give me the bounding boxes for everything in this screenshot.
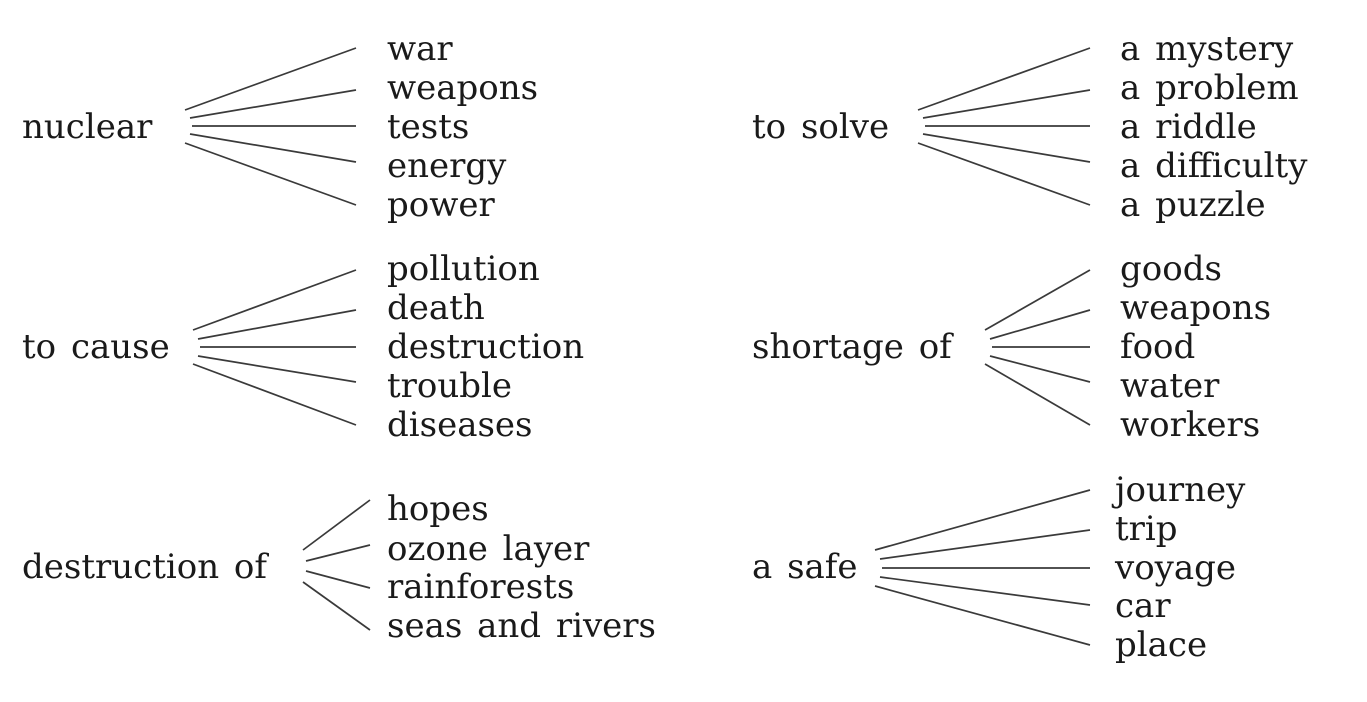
connector-line bbox=[917, 47, 1091, 111]
connector-line bbox=[184, 142, 357, 206]
collocate: ozone layer bbox=[387, 529, 590, 569]
collocate: weapons bbox=[1120, 288, 1271, 328]
collocate: journey bbox=[1111, 470, 1246, 510]
head-word: a safe bbox=[752, 547, 858, 587]
head-word: to cause bbox=[22, 327, 170, 367]
collocate: water bbox=[1120, 366, 1220, 406]
collocate: death bbox=[387, 288, 485, 328]
collocate: tests bbox=[387, 107, 469, 147]
connector-line bbox=[189, 133, 357, 163]
collocate: seas and rivers bbox=[387, 606, 656, 646]
collocate: place bbox=[1115, 625, 1207, 665]
collocate: food bbox=[1120, 327, 1195, 367]
collocate: trip bbox=[1115, 509, 1178, 549]
collocate: energy bbox=[387, 146, 507, 186]
connector-line bbox=[192, 363, 357, 426]
collocate: pollution bbox=[387, 249, 540, 289]
collocate: car bbox=[1115, 586, 1171, 626]
connector-line bbox=[874, 489, 1091, 551]
group-destruction-of: destruction of hopes ozone layer rainfor… bbox=[22, 489, 656, 646]
connector-line bbox=[984, 269, 1091, 331]
group-to-cause: to cause pollution death destruction tro… bbox=[22, 249, 584, 445]
collocate: voyage bbox=[1114, 548, 1236, 588]
group-a-safe: a safe journey trip voyage car place bbox=[752, 470, 1246, 665]
collocate: destruction bbox=[387, 327, 584, 367]
collocate: a riddle bbox=[1120, 107, 1257, 147]
collocate: a difficulty bbox=[1120, 146, 1308, 186]
head-word: nuclear bbox=[22, 107, 153, 147]
connector-line bbox=[879, 576, 1091, 606]
connector-line bbox=[302, 581, 371, 631]
connector-line bbox=[922, 133, 1091, 163]
group-nuclear: nuclear war weapons tests energy power bbox=[22, 29, 538, 225]
connector-line bbox=[302, 499, 371, 551]
connector-line bbox=[305, 544, 371, 562]
collocate: trouble bbox=[387, 366, 512, 406]
connector-line bbox=[197, 309, 357, 340]
connector-line bbox=[184, 47, 357, 111]
collocate: a puzzle bbox=[1120, 185, 1266, 225]
collocate: diseases bbox=[387, 405, 533, 445]
connector-line bbox=[197, 355, 357, 383]
collocate: rainforests bbox=[387, 567, 574, 607]
connector-line bbox=[189, 89, 357, 119]
head-word: destruction of bbox=[22, 547, 269, 587]
collocate: a problem bbox=[1120, 68, 1299, 108]
connector-line bbox=[989, 355, 1091, 383]
collocate: a mystery bbox=[1120, 29, 1294, 69]
connector-line bbox=[917, 142, 1091, 206]
connector-line bbox=[192, 269, 357, 331]
head-word: shortage of bbox=[752, 327, 954, 367]
collocate: power bbox=[387, 185, 495, 225]
connector-line bbox=[874, 585, 1091, 646]
connector-line bbox=[305, 570, 371, 589]
connector-line bbox=[989, 309, 1091, 340]
collocate: war bbox=[387, 29, 453, 69]
group-to-solve: to solve a mystery a problem a riddle a … bbox=[752, 29, 1308, 225]
group-shortage-of: shortage of goods weapons food water wor… bbox=[752, 249, 1271, 445]
collocate: weapons bbox=[387, 68, 538, 108]
connector-line bbox=[922, 89, 1091, 119]
collocate: workers bbox=[1120, 405, 1260, 445]
connector-line bbox=[879, 529, 1091, 560]
collocate: goods bbox=[1120, 249, 1222, 289]
connector-line bbox=[984, 363, 1091, 426]
collocate: hopes bbox=[387, 489, 489, 529]
head-word: to solve bbox=[752, 107, 889, 147]
